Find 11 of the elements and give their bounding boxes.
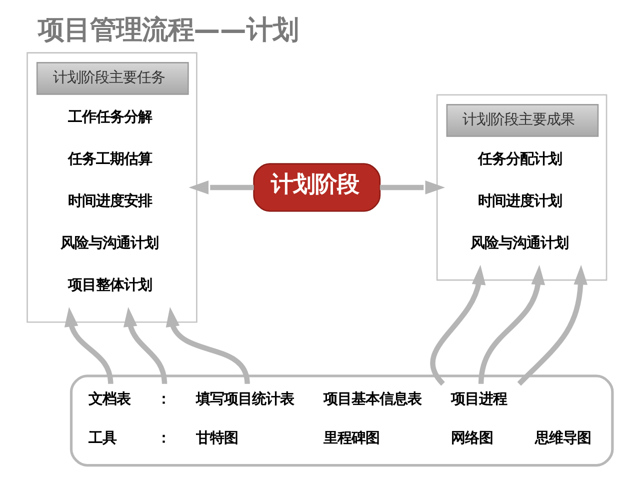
arrow [516,264,588,386]
arrow [188,180,254,194]
node-box: 文档表 ： 填写项目统计表 项目基本信息表 项目进程 工具 ： 甘特图 里程碑图 网络图 思维导图 [69,374,614,467]
arrow [478,264,545,384]
arrow [165,306,250,384]
arrow [122,306,167,384]
arrow [64,306,113,384]
diagram-title: 项目管理流程——计划 [37,15,298,46]
arrow [379,180,445,194]
arrow [430,264,486,386]
node-box: 计划阶段 [252,163,380,212]
